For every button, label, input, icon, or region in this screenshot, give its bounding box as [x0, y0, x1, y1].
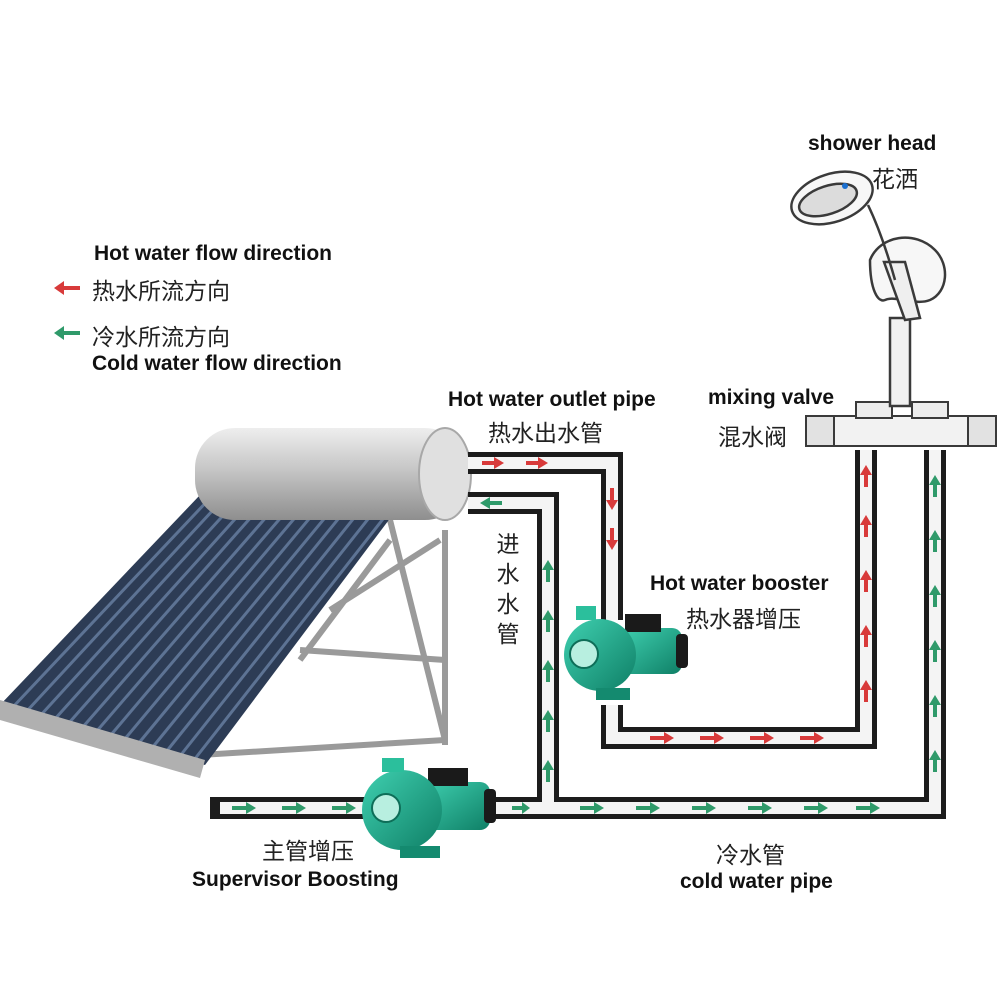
- cold-arrow: [282, 802, 306, 814]
- cold-arrow: [856, 802, 880, 814]
- mixing-valve: [805, 401, 997, 447]
- cold-arrow: [929, 640, 941, 662]
- main-boost-label-zh: 主管增压: [262, 839, 354, 865]
- cold-arrow: [512, 802, 530, 814]
- solar-heater-icon: [0, 427, 472, 778]
- hot-arrow: [650, 732, 674, 744]
- hot-booster-pump: [564, 606, 688, 700]
- shower-head-label-zh: 花洒: [872, 167, 918, 193]
- cold-water-pipe-label-zh: 冷水管: [716, 843, 785, 869]
- hot-booster-label-zh: 热水器增压: [686, 607, 801, 633]
- hot-arrow: [860, 680, 872, 702]
- hot-arrow: [860, 570, 872, 592]
- pump-icon: [362, 606, 688, 858]
- hot-arrow: [482, 457, 504, 469]
- cold-arrow: [542, 710, 554, 732]
- mixing-valve-label-zh: 混水阀: [718, 425, 787, 451]
- hot-arrow: [750, 732, 774, 744]
- hot-arrow: [526, 457, 548, 469]
- hot-arrow: [700, 732, 724, 744]
- cold-arrow: [929, 530, 941, 552]
- cold-arrow: [929, 695, 941, 717]
- main-boost-label: Supervisor Boosting: [192, 868, 399, 891]
- hot-outlet-pipe-label-zh: 热水出水管: [488, 421, 603, 447]
- hot-flow-arrows: [482, 457, 872, 744]
- inlet-pipe-label-zh: 进水水管: [496, 532, 520, 648]
- mixing-valve-label: mixing valve: [708, 386, 835, 409]
- cold-arrow: [692, 802, 716, 814]
- cold-arrow: [480, 497, 502, 509]
- legend-cold-zh: 冷水所流方向: [92, 325, 230, 351]
- legend-hot-zh: 热水所流方向: [92, 279, 230, 305]
- hot-outlet-pipe-label: Hot water outlet pipe: [448, 388, 656, 411]
- hot-arrow: [860, 465, 872, 487]
- hot-booster-label: Hot water booster: [650, 572, 829, 595]
- legend-hot-en: Hot water flow direction: [94, 242, 333, 265]
- cold-arrow: [232, 802, 256, 814]
- hot-arrow: [860, 625, 872, 647]
- cold-arrow: [636, 802, 660, 814]
- cold-arrow: [929, 475, 941, 497]
- cold-arrow: [542, 760, 554, 782]
- shower-head-label: shower head: [808, 132, 937, 155]
- cold-arrow: [542, 610, 554, 632]
- storage-tank: [195, 428, 465, 520]
- hot-arrow: [606, 528, 618, 550]
- cold-arrow: [580, 802, 604, 814]
- cold-arrow: [332, 802, 356, 814]
- cold-arrow: [542, 660, 554, 682]
- hot-arrow: [860, 515, 872, 537]
- cold-arrow: [748, 802, 772, 814]
- main-boost-pump: [362, 758, 496, 858]
- red-left-arrow-icon: [54, 281, 80, 295]
- green-left-arrow-icon: [54, 326, 80, 340]
- cold-arrow: [929, 750, 941, 772]
- hot-arrow: [800, 732, 824, 744]
- legend-cold-en: Cold water flow direction: [92, 352, 342, 375]
- cold-arrow: [804, 802, 828, 814]
- hot-arrow: [606, 488, 618, 510]
- cold-flow-arrows: [232, 475, 941, 814]
- cold-arrow: [542, 560, 554, 582]
- cold-arrow: [929, 585, 941, 607]
- cold-water-pipe-label: cold water pipe: [680, 870, 833, 893]
- shower-head-icon: [790, 170, 947, 408]
